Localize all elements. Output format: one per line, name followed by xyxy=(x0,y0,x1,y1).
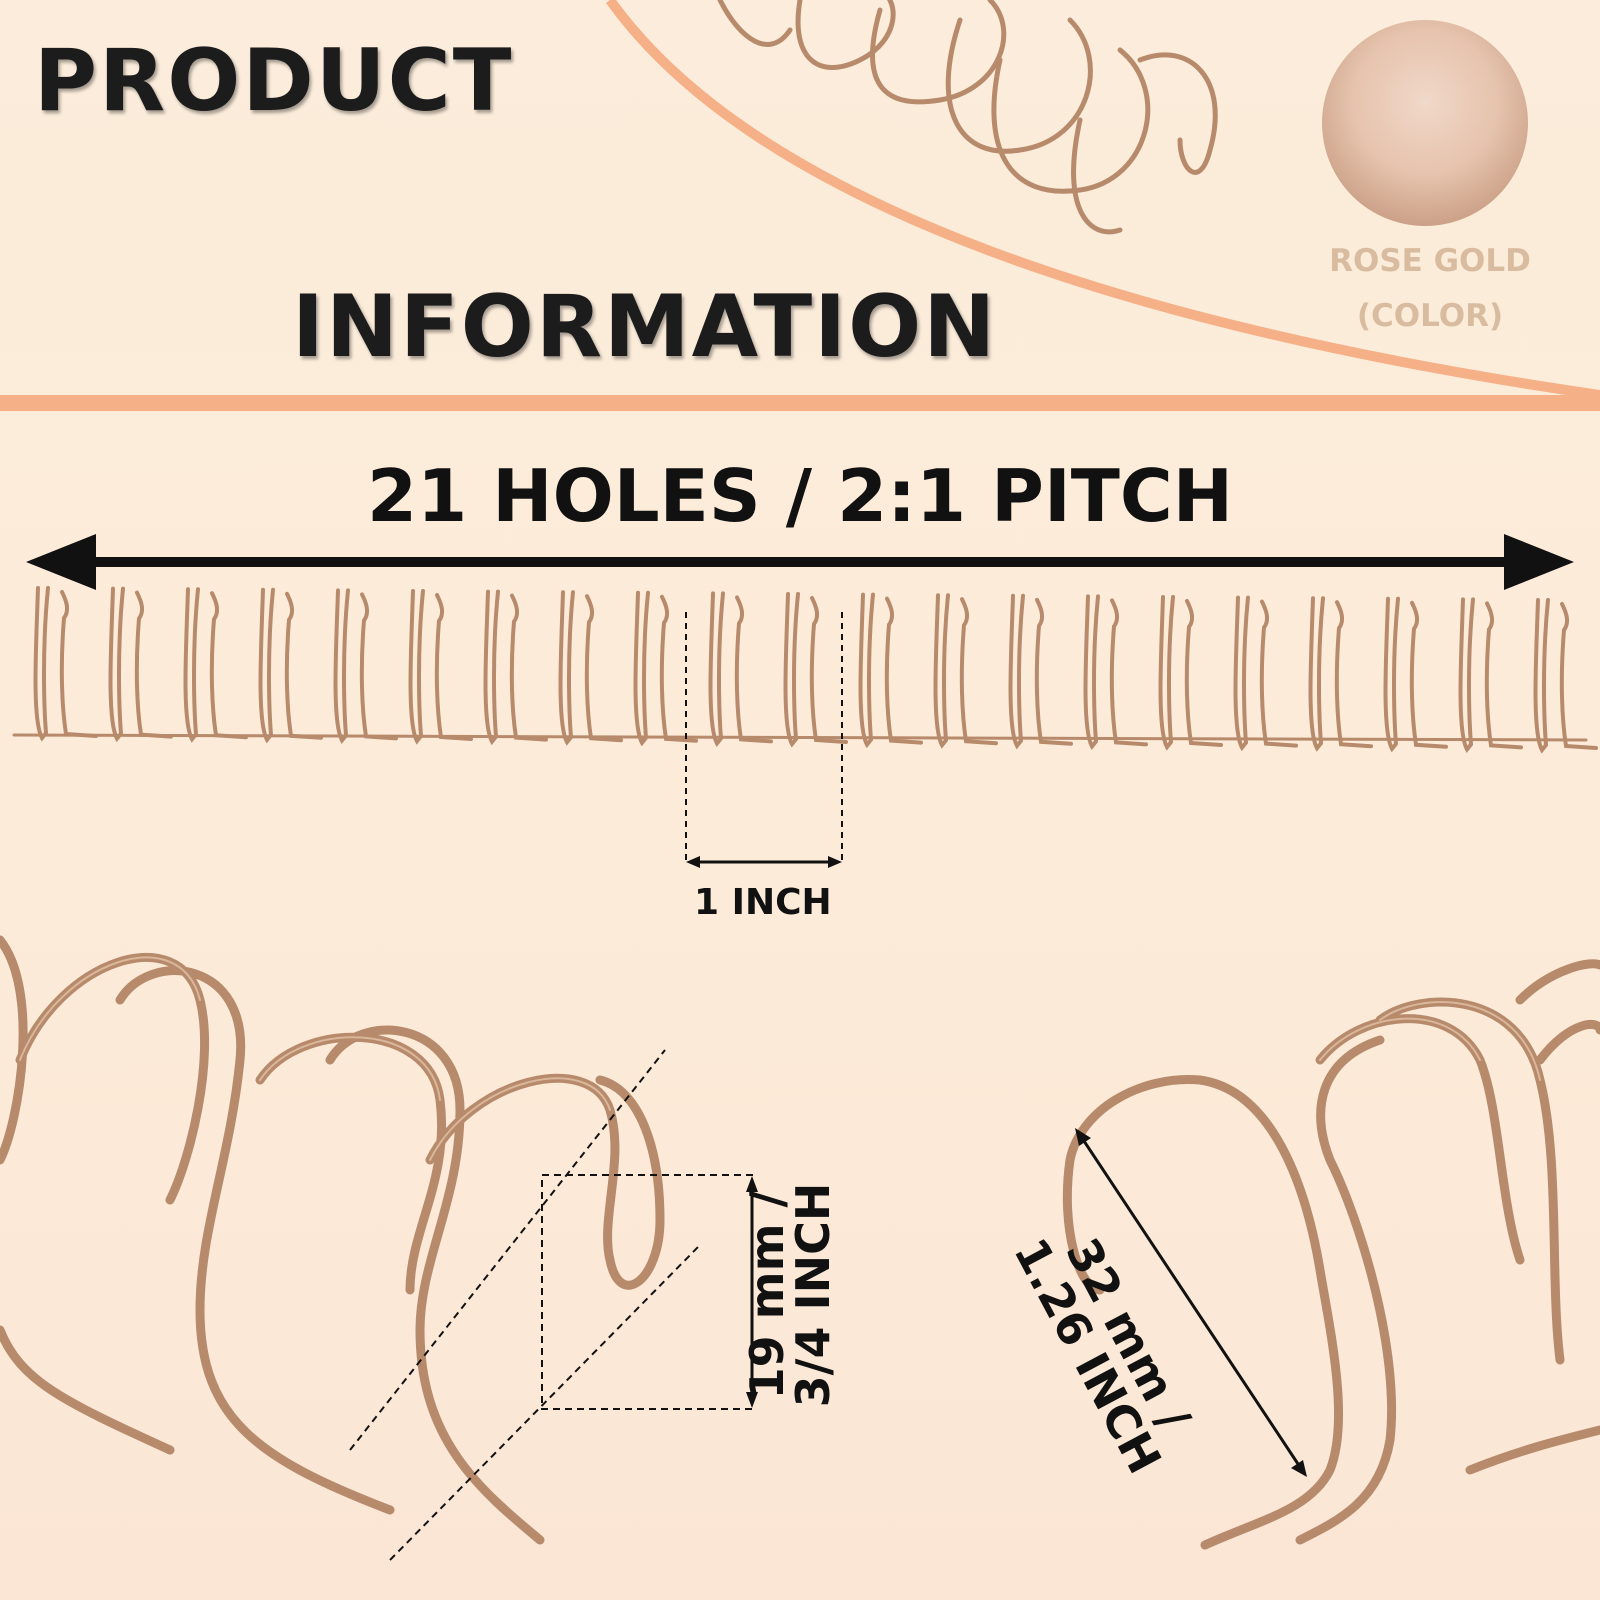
comb-loop xyxy=(108,586,125,743)
divider-band xyxy=(0,395,1600,411)
dimension-arrow-icon xyxy=(1075,1128,1307,1477)
comb-loop xyxy=(783,592,800,748)
comb-loop-inner xyxy=(659,594,698,743)
comb-loop-inner xyxy=(134,590,173,739)
diameter-line2: 3/4 INCH xyxy=(786,1182,840,1408)
comb-loop xyxy=(183,587,200,743)
comb-loop xyxy=(1308,596,1325,752)
title-product: PRODUCT xyxy=(34,31,514,131)
comb-loop xyxy=(333,588,350,744)
color-name: ROSE GOLD xyxy=(1329,243,1531,279)
holes-pitch-heading: 21 HOLES / 2:1 PITCH xyxy=(367,454,1233,538)
comb-loop-inner xyxy=(1034,597,1073,746)
comb-loop-inner xyxy=(1334,600,1373,749)
dimension-arrow-icon xyxy=(686,856,842,868)
comb-loop xyxy=(1158,595,1175,751)
wire-closeup-right-highlight xyxy=(1319,1001,1541,1081)
wire-closeup-left-highlight xyxy=(19,956,611,1161)
pitch-label: 1 INCH xyxy=(694,882,832,923)
pitch-guides xyxy=(685,612,843,862)
comb-loop xyxy=(408,589,425,745)
comb-loop-inner xyxy=(959,597,998,746)
comb-loop xyxy=(933,593,950,749)
comb-loop-inner xyxy=(584,594,623,743)
comb-loop xyxy=(858,592,875,749)
decorative-curve xyxy=(605,0,1600,400)
comb-loop xyxy=(1383,596,1400,753)
comb-loop xyxy=(1008,593,1025,750)
comb-loop-inner xyxy=(1409,600,1448,749)
comb-loop-inner xyxy=(734,595,773,744)
comb-loop-inner xyxy=(209,591,248,740)
diameter-line1: 19 mm / xyxy=(740,1190,794,1400)
title-information: INFORMATION xyxy=(292,277,998,377)
comb-loop-inner xyxy=(434,593,473,741)
comb-loop xyxy=(708,591,725,747)
comb-loop-inner xyxy=(1109,598,1148,747)
comb-loop xyxy=(1533,598,1550,754)
comb-loop xyxy=(633,590,650,747)
comb-loop-inner xyxy=(509,593,548,742)
diameter-guides xyxy=(349,1049,753,1561)
comb-loop-inner xyxy=(884,596,923,745)
comb-loop-inner xyxy=(1559,602,1598,750)
comb-loop xyxy=(258,587,275,744)
wire-closeup-left xyxy=(0,935,665,1545)
comb-loop-inner xyxy=(59,590,98,738)
comb-loop xyxy=(483,589,500,746)
comb-loop-inner xyxy=(359,592,398,741)
comb-loop-inner xyxy=(1259,599,1298,748)
comb-loop-inner xyxy=(1184,599,1223,747)
comb-loop-inner xyxy=(1484,601,1523,750)
wire-loops-top xyxy=(717,0,1218,235)
double-arrow-icon xyxy=(26,534,1574,590)
color-subtitle: (COLOR) xyxy=(1356,298,1504,334)
comb-spine xyxy=(12,733,1588,742)
comb-loop xyxy=(558,590,575,746)
comb-loop xyxy=(1083,594,1100,750)
color-swatch xyxy=(1322,20,1528,226)
comb-loop-inner xyxy=(284,591,323,740)
comb-loop xyxy=(1458,597,1475,753)
wire-comb xyxy=(12,586,1598,754)
comb-loop-inner xyxy=(809,596,848,744)
comb-loop xyxy=(33,586,50,742)
dimension-arrow-icon xyxy=(746,1176,758,1408)
comb-loop xyxy=(1233,595,1250,752)
